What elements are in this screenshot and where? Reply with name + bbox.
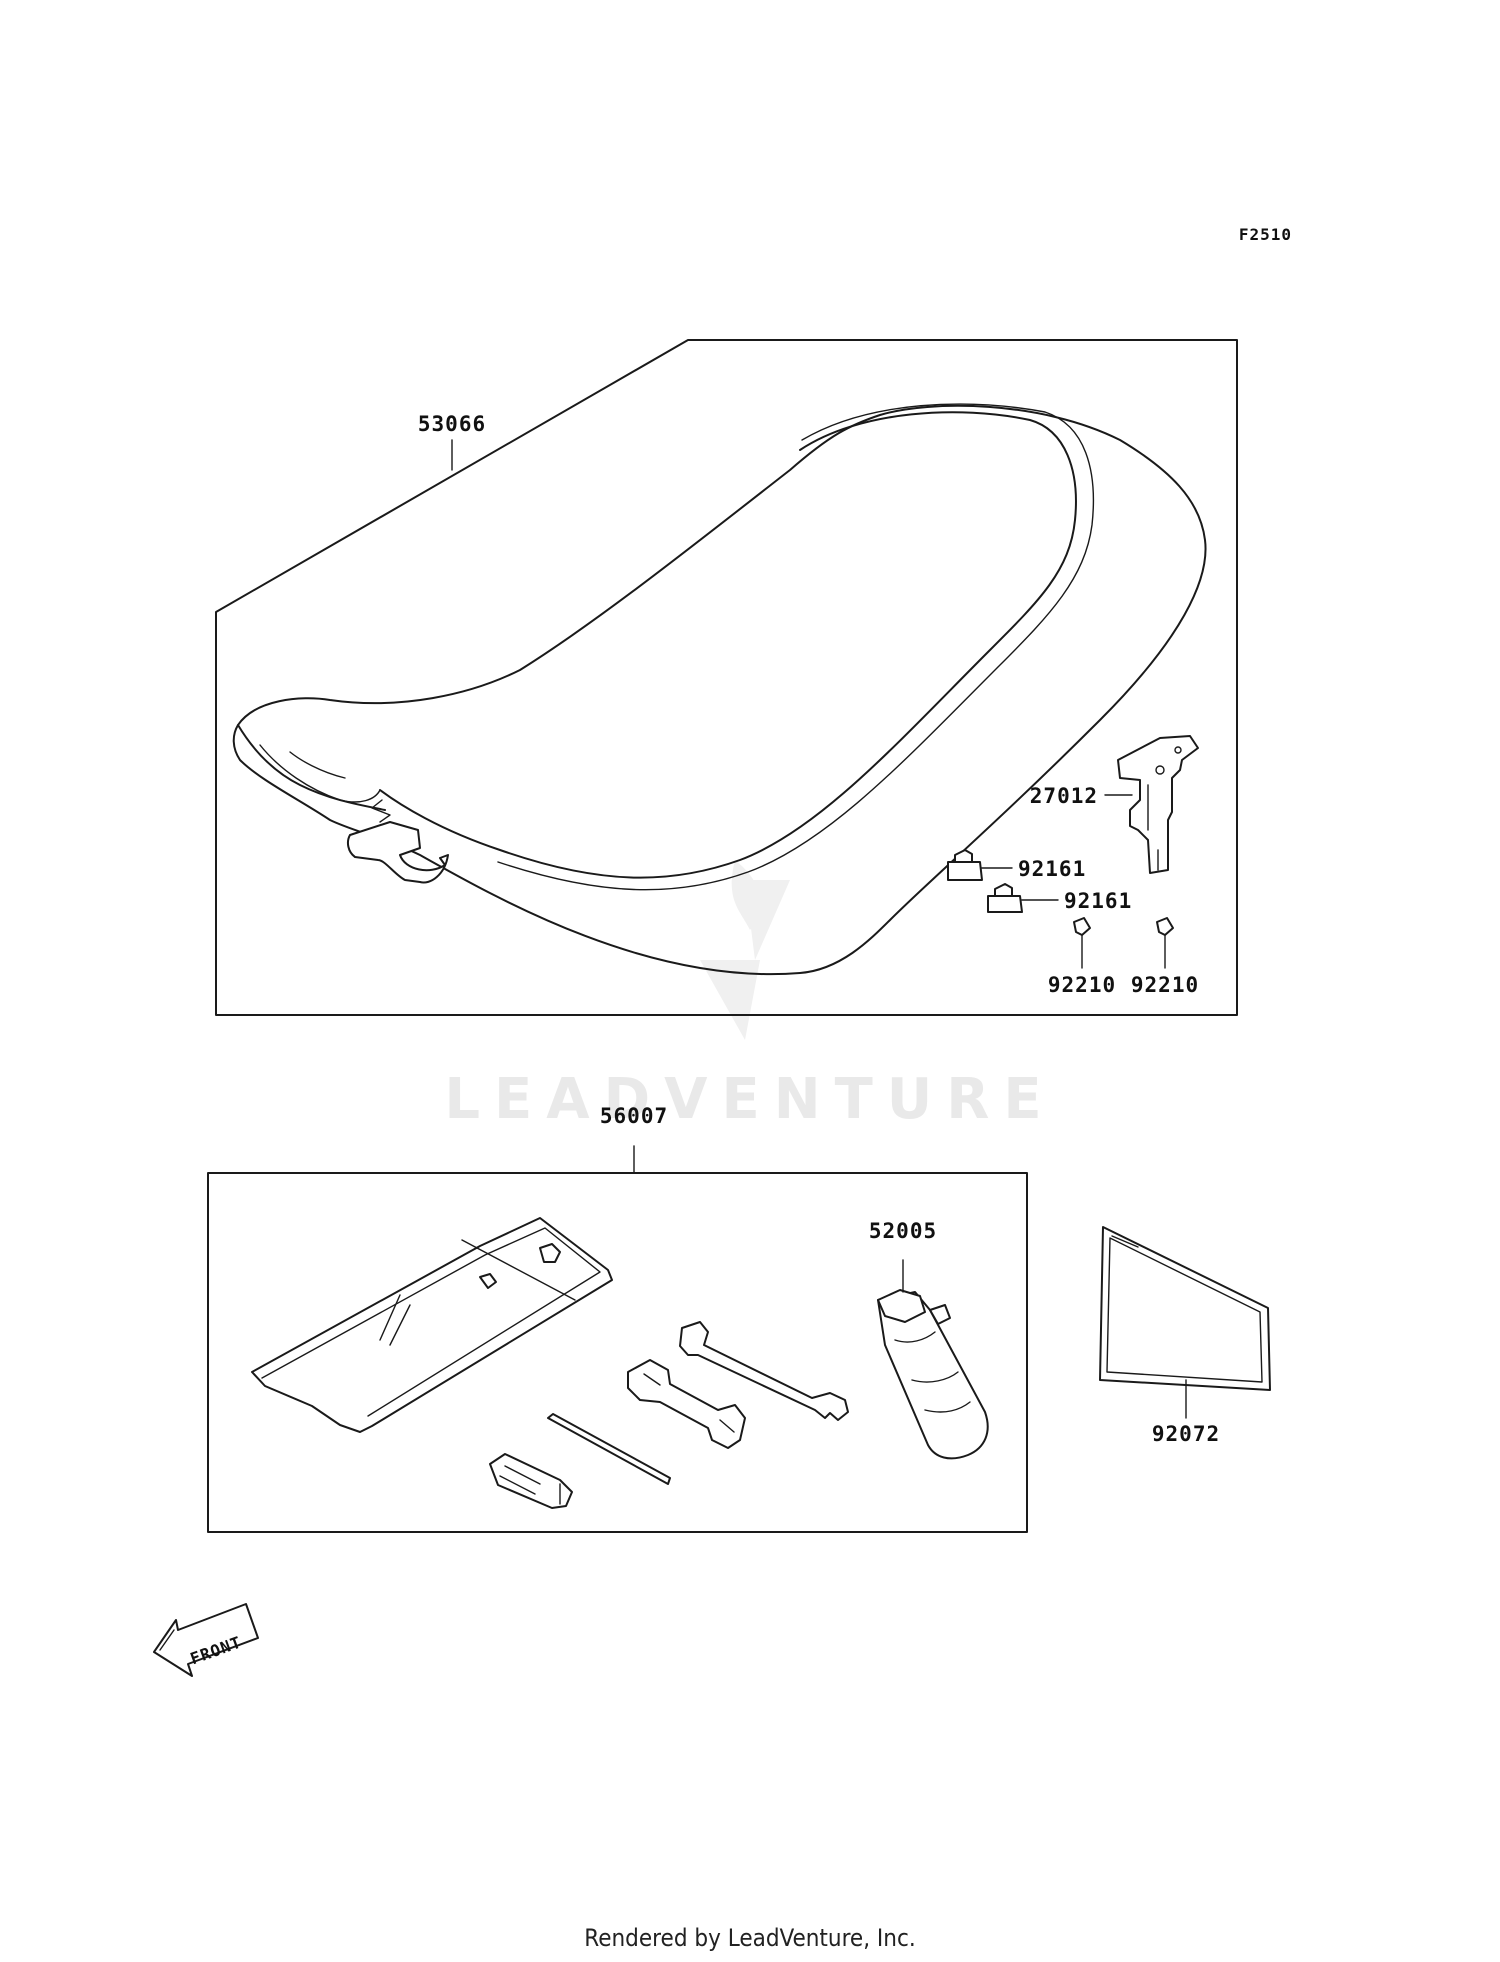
- toolkit-panel: 56007 52005: [207, 1104, 1028, 1533]
- clip-b-part[interactable]: [1156, 917, 1174, 936]
- seat-panel: 53066 27012 92161 92161 92210: [215, 339, 1238, 1016]
- damper-b-part-number[interactable]: 92161: [1064, 889, 1132, 913]
- plug-wrench-part-number[interactable]: 52005: [869, 1219, 937, 1243]
- seat-drawing[interactable]: [232, 403, 1207, 976]
- leadventure-watermark: LEADVENTURE: [444, 860, 1055, 1132]
- bracket-part-number[interactable]: 27012: [1030, 784, 1098, 808]
- clip-b-part-number[interactable]: 92210: [1131, 973, 1199, 997]
- plug-wrench[interactable]: [877, 1289, 989, 1460]
- clip-a-part[interactable]: [1073, 917, 1091, 936]
- toolkit-panel-border: [207, 1172, 1028, 1533]
- manual-part-number[interactable]: 92072: [1152, 1422, 1220, 1446]
- render-credit: Rendered by LeadVenture, Inc.: [584, 1924, 916, 1952]
- clip-a-part-number[interactable]: 92210: [1048, 973, 1116, 997]
- watermark-text: LEADVENTURE: [444, 1067, 1055, 1132]
- tool-pouch[interactable]: [251, 1217, 613, 1433]
- screwdriver-shaft[interactable]: [547, 1413, 671, 1485]
- seat-part-number[interactable]: 53066: [418, 412, 486, 436]
- seat-panel-border: [215, 339, 1238, 1016]
- front-arrow-icon: FRONT: [153, 1603, 259, 1677]
- open-end-wrench[interactable]: [679, 1321, 849, 1421]
- bracket-part[interactable]: [1117, 735, 1199, 874]
- box-wrench[interactable]: [627, 1359, 746, 1449]
- damper-a-part[interactable]: [947, 849, 983, 881]
- owners-manual[interactable]: [1099, 1226, 1271, 1391]
- screwdriver-handle[interactable]: [489, 1453, 573, 1509]
- damper-b-part[interactable]: [987, 883, 1023, 913]
- figure-code: F2510: [1239, 225, 1292, 244]
- toolkit-part-number[interactable]: 56007: [600, 1104, 668, 1128]
- damper-a-part-number[interactable]: 92161: [1018, 857, 1086, 881]
